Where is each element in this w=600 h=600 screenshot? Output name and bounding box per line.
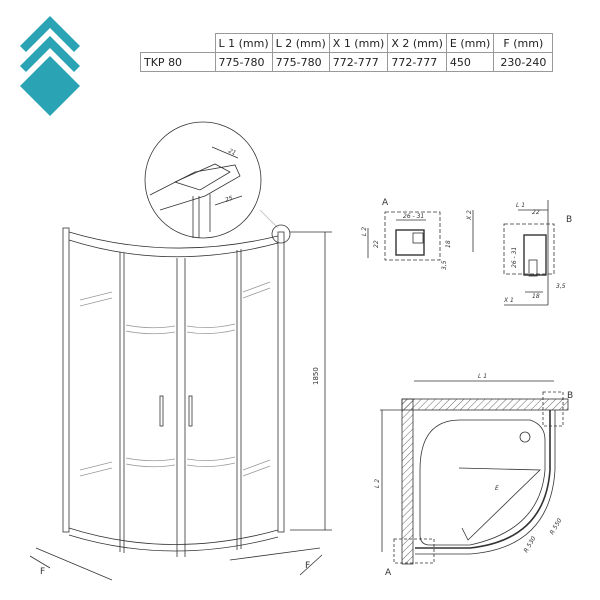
f-dimension-right: F <box>305 561 310 571</box>
logo-diamond <box>20 56 80 116</box>
logo-chevron-middle <box>20 36 80 72</box>
cell-e: 450 <box>445 52 495 72</box>
detail-a-label: A <box>382 198 389 208</box>
dimension-21: 21 <box>227 147 237 157</box>
cell-x1: 772-777 <box>328 52 389 72</box>
dimension-25: 25 <box>224 195 234 204</box>
detail-b-label: B <box>566 215 572 225</box>
cell-x2: 772-777 <box>387 52 447 72</box>
plan-l1: L 1 <box>478 373 487 380</box>
detail-b-35: 3,5 <box>556 283 566 290</box>
detail-a-x2: X 2 <box>466 210 473 221</box>
plan-r530: R 530 <box>523 535 538 554</box>
plan-label-b: B <box>567 391 573 401</box>
brand-logo <box>20 16 80 116</box>
right-door-handle <box>188 395 193 427</box>
cell-l2: 775-780 <box>271 52 330 72</box>
header-f: F (mm) <box>493 33 554 53</box>
detail-a: A 26 - 31 L 2 22 18 X 2 3,5 <box>361 198 474 270</box>
detail-b-18: 18 <box>532 293 540 300</box>
plan-l2: L 2 <box>374 479 381 488</box>
plan-e: E <box>495 485 499 492</box>
cell-model: TKP 80 <box>140 52 216 72</box>
detail-a-18: 18 <box>445 240 452 248</box>
f-dimension-left: F <box>40 567 45 577</box>
spec-table: L 1 (mm) L 2 (mm) X 1 (mm) X 2 (mm) E (m… <box>140 33 554 72</box>
plan-view: L 1 L 2 E R 550 R 530 B A <box>374 373 573 578</box>
profile-detail-magnifier: 21 25 <box>144 121 291 244</box>
detail-b-l1: L 1 <box>516 202 525 209</box>
left-door-handle <box>159 395 164 427</box>
shower-perspective-view: 1850 F F <box>29 227 332 581</box>
cell-f: 230-240 <box>493 52 554 72</box>
plan-r550: R 550 <box>549 517 564 536</box>
cell-l1: 775-780 <box>214 52 273 72</box>
detail-a-35: 3,5 <box>441 260 448 270</box>
detail-b-22: 22 <box>532 209 540 216</box>
plan-label-a: A <box>385 568 392 578</box>
detail-a-22: 22 <box>373 240 380 248</box>
header-x1: X 1 (mm) <box>328 33 389 53</box>
table-row: TKP 80 775-780 775-780 772-777 772-777 4… <box>140 52 554 72</box>
logo-chevron-top <box>20 16 80 52</box>
detail-a-width: 26 - 31 <box>403 213 424 220</box>
detail-b-x1: X 1 <box>503 297 514 304</box>
header-x2: X 2 (mm) <box>387 33 447 53</box>
header-l2: L 2 (mm) <box>271 33 330 53</box>
table-header-row: L 1 (mm) L 2 (mm) X 1 (mm) X 2 (mm) E (m… <box>140 33 554 53</box>
height-dimension-label: 1850 <box>312 367 320 385</box>
detail-b: B L 1 22 26 - 31 3,5 18 X 1 <box>503 200 572 306</box>
detail-b-height: 26 - 31 <box>511 247 518 268</box>
detail-a-l2: L 2 <box>361 227 368 236</box>
